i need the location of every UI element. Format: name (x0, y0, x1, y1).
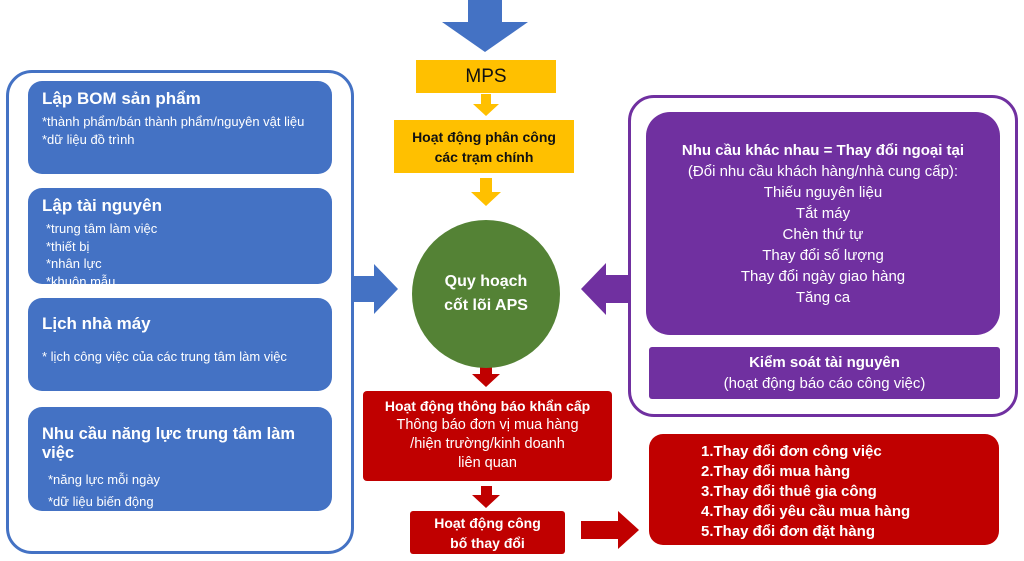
changes-list-box: 1.Thay đổi đơn công việc 2.Thay đổi mua … (649, 434, 999, 545)
needs-item: Chèn thứ tự (782, 226, 864, 243)
publish-change-box: Hoạt động công bố thay đổi (410, 511, 565, 554)
resources-item: *thiết bị (46, 238, 90, 254)
change-item: 3.Thay đổi thuê gia công (701, 483, 877, 500)
assign-line: Hoạt động phân công (412, 128, 556, 145)
assign-box: Hoạt động phân công các trạm chính (394, 120, 574, 173)
bom-item: *dữ liệu đồ trình (42, 132, 135, 147)
calendar-box: Lịch nhà máy * lịch công việc của các tr… (28, 298, 332, 391)
urgent-to-publish-arrow (472, 486, 500, 508)
urgent-line: Thông báo đơn vị mua hàng (396, 417, 579, 433)
input-arrow (442, 0, 528, 52)
publish-to-changes-arrow (581, 511, 639, 549)
bom-title: Lập BOM sản phẩm (42, 89, 201, 108)
publish-line: Hoạt động công (434, 514, 541, 531)
right-to-core-arrow (581, 263, 630, 315)
core-to-urgent-arrow (472, 365, 500, 387)
bom-box: Lập BOM sản phẩm *thành phẩm/bán thành p… (28, 81, 332, 174)
urgent-title: Hoạt động thông báo khẩn cấp (384, 398, 591, 414)
change-item: 1.Thay đổi đơn công việc (701, 443, 882, 460)
needs-item: Tắt máy (795, 205, 851, 222)
urgent-line: liên quan (458, 455, 517, 471)
resource-control-box: Kiểm soát tài nguyên (hoạt động báo cáo … (649, 347, 1000, 399)
calendar-item: * lịch công việc của các trung tâm làm v… (42, 349, 287, 364)
mps-to-assign-arrow (473, 94, 499, 116)
control-title: Kiểm soát tài nguyên (749, 354, 900, 371)
bom-item: *thành phẩm/bán thành phẩm/nguyên vật li… (42, 114, 305, 129)
left-input-frame (6, 70, 354, 554)
capacity-title: Nhu cầu năng lực trung tâm làm việc (42, 425, 296, 462)
resources-item: *nhân lực (46, 256, 102, 271)
mps-box: MPS (416, 60, 556, 93)
needs-subtitle: (Đổi nhu cầu khách hàng/nhà cung cấp): (687, 163, 959, 180)
needs-item: Thiếu nguyên liệu (763, 184, 883, 201)
capacity-item: *năng lực mỗi ngày (48, 472, 161, 487)
needs-item: Thay đổi ngày giao hàng (740, 268, 906, 285)
needs-box: Nhu cầu khác nhau = Thay đổi ngoại tại (… (646, 112, 1000, 335)
assign-to-core-arrow (471, 178, 501, 206)
core-line: cốt lõi APS (444, 297, 528, 314)
change-item: 4.Thay đổi yêu cầu mua hàng (701, 503, 911, 520)
resources-box: Lập tài nguyên *trung tâm làm việc *thiế… (28, 188, 332, 289)
urgent-line: /hiện trường/kinh doanh (410, 436, 565, 452)
calendar-title: Lịch nhà máy (42, 314, 151, 333)
assign-line: các trạm chính (434, 148, 534, 165)
change-item: 2.Thay đổi mua hàng (701, 463, 851, 480)
resources-item: *trung tâm làm việc (46, 221, 158, 236)
needs-title: Nhu cầu khác nhau = Thay đổi ngoại tại (681, 142, 965, 159)
resources-title: Lập tài nguyên (42, 196, 162, 215)
capacity-box: Nhu cầu năng lực trung tâm làm việc *năn… (28, 407, 332, 511)
resources-item: *khuôn mẫu (46, 273, 116, 289)
needs-item: Thay đổi số lượng (762, 247, 884, 264)
control-subtitle: (hoạt động báo cáo công việc) (723, 375, 926, 392)
right-input-frame (628, 95, 1018, 417)
urgent-notice-box: Hoạt động thông báo khẩn cấp Thông báo đ… (363, 391, 612, 481)
change-item: 5.Thay đổi đơn đặt hàng (701, 523, 876, 540)
publish-line: bố thay đổi (450, 534, 525, 551)
core-line: Quy hoạch (444, 273, 528, 290)
aps-core-circle: Quy hoạch cốt lõi APS (412, 220, 560, 368)
capacity-item: *dữ liệu biến động (48, 494, 154, 509)
needs-item: Tăng ca (795, 289, 851, 306)
left-to-core-arrow (354, 264, 398, 314)
